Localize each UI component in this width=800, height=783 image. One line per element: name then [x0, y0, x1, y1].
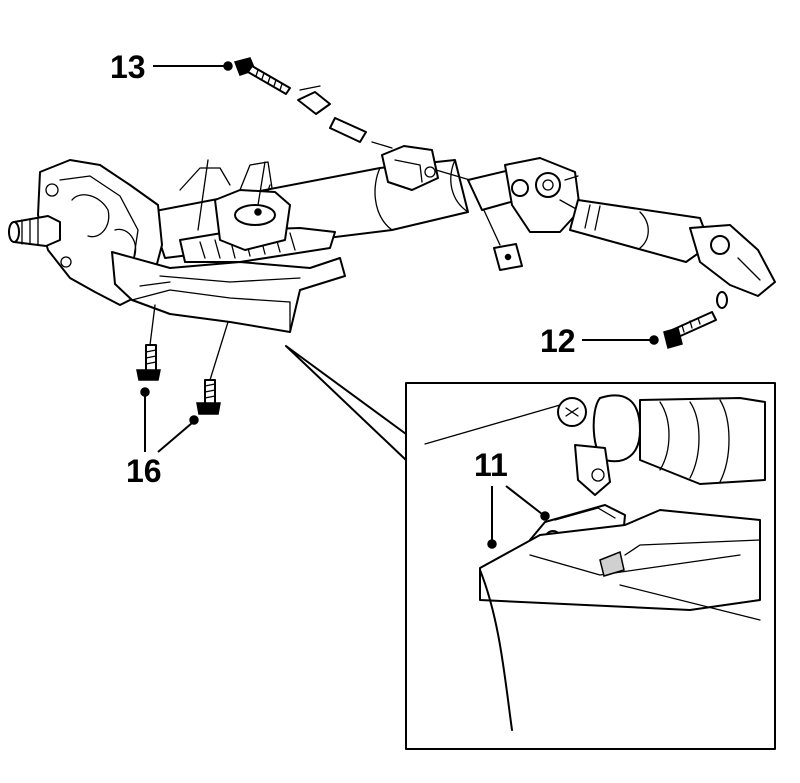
upper-bracket	[381, 145, 439, 191]
callout-label-16: 16	[126, 453, 162, 489]
detail-pointer	[285, 345, 407, 461]
assembly-line	[149, 159, 266, 381]
bolt-12	[663, 291, 728, 349]
bolt-13	[234, 57, 291, 95]
steering-column-assembly	[8, 145, 776, 333]
callout-11: 11	[474, 447, 550, 549]
callout-12: 12	[540, 323, 659, 359]
callout-label-12: 12	[540, 323, 576, 359]
mounting-bracket	[111, 251, 346, 333]
universal-joint-lower	[689, 224, 776, 297]
lower-shaft	[569, 199, 711, 263]
detail-inset	[285, 345, 776, 750]
callout-13: 13	[110, 49, 233, 85]
callout-label-11: 11	[474, 447, 508, 483]
spacer-block	[297, 91, 331, 115]
callout-16: 16	[126, 387, 199, 489]
callout-label-13: 13	[110, 49, 146, 85]
spacer-tube	[329, 117, 367, 143]
bolts-16	[136, 344, 221, 415]
input-shaft	[13, 215, 61, 247]
